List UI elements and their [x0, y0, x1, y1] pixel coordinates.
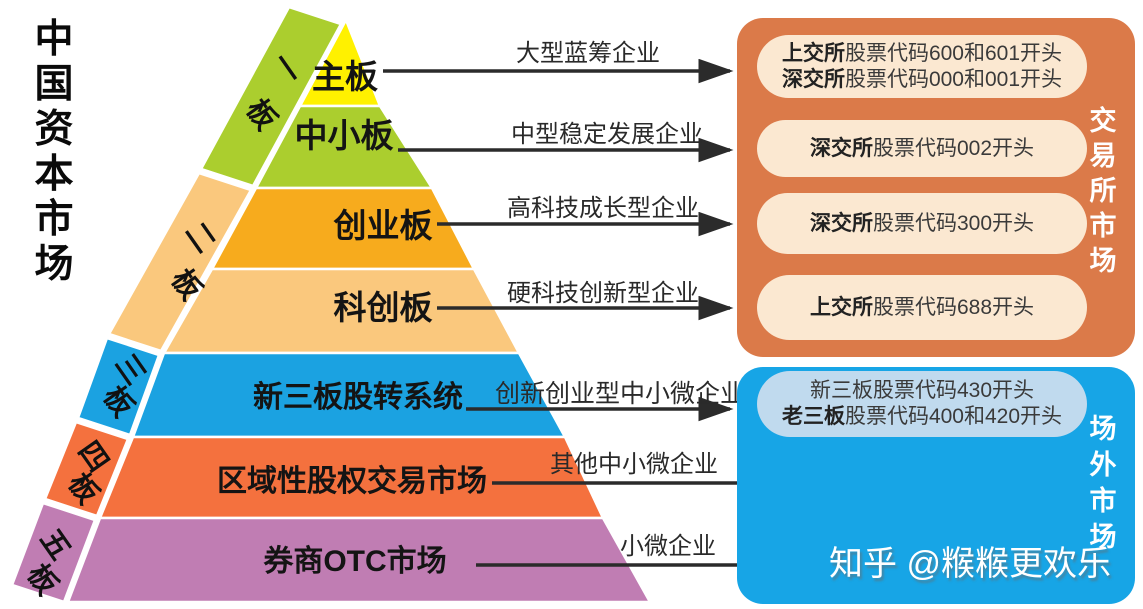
arrow-label-hightech-growth: 高科技成长型企业 — [507, 195, 699, 222]
arrow-label-innov-startup-sme: 创新创业型中小微企业 — [495, 380, 745, 408]
title-char: 中 — [34, 18, 74, 61]
band-fifth-board — [10, 501, 97, 604]
code-line: 深交所股票代码002开头 — [809, 136, 1035, 160]
layer-label-star-market: 科创板 — [334, 289, 433, 326]
layer-label-sme-board: 中小板 — [295, 117, 394, 154]
layer-label-neeq: 新三板股转系统 — [253, 380, 463, 414]
arrow-label-micro: 小微企业 — [620, 533, 716, 560]
code-line: 深交所股票代码000和001开头 — [781, 67, 1063, 91]
title-char: 本 — [34, 153, 74, 196]
title-char: 国 — [34, 63, 74, 106]
arrow-label-mid-stable: 中型稳定发展企业 — [511, 121, 703, 148]
layer-label-chinext: 创业板 — [333, 207, 433, 244]
otc-market-title: 场 外 市 场 — [1089, 414, 1117, 552]
code-box-sme-board: 深交所股票代码002开头 — [757, 120, 1087, 177]
exchange-market-title: 交 易 所 市 场 — [1089, 106, 1117, 276]
title-char: 资 — [34, 108, 74, 151]
code-line: 上交所股票代码600和601开头 — [781, 41, 1063, 65]
title-char: 场 — [34, 243, 74, 286]
band-second-board — [107, 171, 253, 353]
otc-market-panel: 新三板股票代码430开头 老三板股票代码400和420开头 场 外 市 场 — [737, 367, 1135, 604]
page-title: 中 国 资 本 市 场 — [28, 20, 80, 284]
layer-label-main-board: 主板 — [312, 58, 378, 95]
exchange-market-panel: 上交所股票代码600和601开头 深交所股票代码000和001开头 深交所股票代… — [737, 18, 1135, 357]
code-line: 上交所股票代码688开头 — [809, 295, 1035, 319]
band-third-board — [76, 336, 161, 437]
band-fourth-board — [43, 420, 130, 518]
code-line: 新三板股票代码430开头 — [809, 379, 1035, 402]
code-box-neeq: 新三板股票代码430开头 老三板股票代码400和420开头 — [757, 371, 1087, 437]
code-box-star-market: 上交所股票代码688开头 — [757, 275, 1087, 340]
code-box-chinext: 深交所股票代码300开头 — [757, 193, 1087, 254]
title-char: 市 — [34, 198, 74, 241]
code-line: 深交所股票代码300开头 — [809, 211, 1035, 235]
arrow-label-large-blue-chip: 大型蓝筹企业 — [516, 40, 660, 67]
code-line: 老三板股票代码400和420开头 — [781, 405, 1063, 428]
layer-label-regional-equity: 区域性股权交易市场 — [217, 464, 487, 498]
arrow-label-other-sme: 其他中小微企业 — [550, 451, 718, 478]
watermark: 知乎 @糇糇更欢乐 — [829, 545, 1111, 583]
code-box-main-board: 上交所股票代码600和601开头 深交所股票代码000和001开头 — [757, 35, 1087, 98]
layer-broker-otc — [66, 516, 652, 604]
layer-label-broker-otc: 券商OTC市场 — [263, 544, 446, 578]
band-first-board — [199, 5, 343, 188]
arrow-label-hardtech-innov: 硬科技创新型企业 — [507, 280, 699, 307]
